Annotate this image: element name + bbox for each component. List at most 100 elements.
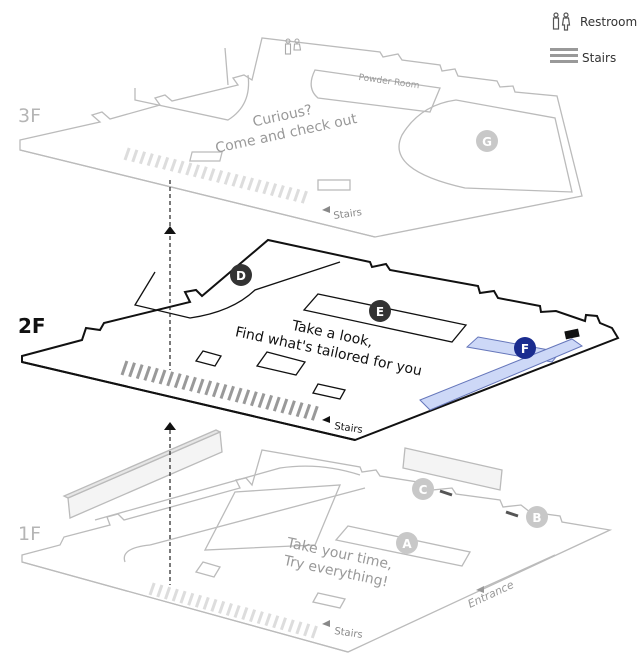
floor-2f-box-1 xyxy=(194,350,222,367)
panel-right xyxy=(402,447,503,491)
stair-step xyxy=(200,166,208,180)
stair-step xyxy=(158,369,167,385)
marker-b[interactable]: B xyxy=(526,506,548,528)
floor-3f-stairs-label: Stairs xyxy=(322,206,363,222)
marker-e[interactable]: E xyxy=(369,300,391,322)
stair-step xyxy=(280,398,289,414)
stair-step xyxy=(189,376,197,392)
stair-step xyxy=(211,382,220,398)
stair-step xyxy=(310,625,318,639)
floor-1f-box-center xyxy=(203,484,342,551)
floor-1f xyxy=(21,449,613,653)
floor-2f xyxy=(21,238,620,442)
legend-stairs-label: Stairs xyxy=(582,51,616,65)
stair-step xyxy=(272,396,281,412)
stair-step xyxy=(196,378,205,394)
stair-step xyxy=(202,596,210,610)
stair-step xyxy=(288,400,296,416)
marker-f[interactable]: F xyxy=(514,337,536,359)
stair-step xyxy=(241,607,249,621)
floor-2f-stairs-text: Stairs xyxy=(334,421,364,436)
marker-g[interactable]: G xyxy=(476,130,498,152)
stair-step xyxy=(295,402,304,418)
stair-step xyxy=(173,373,182,389)
stairs-arrow-icon xyxy=(322,416,330,423)
stair-step xyxy=(303,623,311,637)
restroom-icon xyxy=(552,12,571,31)
floor-2f-stairs-label: Stairs xyxy=(322,416,363,436)
floor-1f-wall-line xyxy=(21,561,349,653)
floor-1f-stairs-label: Stairs xyxy=(322,620,363,641)
arrow-up-icon xyxy=(164,226,176,234)
stair-step xyxy=(285,186,293,200)
floor-1f-entrance-line xyxy=(477,554,556,591)
stairs-icon xyxy=(550,48,578,63)
floor-1f-entrance-label: Entrance xyxy=(466,578,516,611)
stair-step xyxy=(216,170,224,183)
stair-step xyxy=(277,185,285,198)
marker-c[interactable]: C xyxy=(412,478,434,500)
marker-e-label: E xyxy=(376,305,384,319)
stair-step xyxy=(310,405,319,421)
stair-step xyxy=(143,365,152,381)
marker-b-label: B xyxy=(532,511,541,525)
stair-step xyxy=(231,173,239,187)
legend: Restroom Stairs xyxy=(550,12,637,65)
floor-3f-box-1 xyxy=(189,151,223,162)
stair-step xyxy=(246,177,254,191)
floor-3f-wall-line xyxy=(19,149,376,238)
floor-1f-box-a xyxy=(334,525,472,567)
floor-1f-inner-3 xyxy=(123,544,151,563)
stair-step xyxy=(166,371,175,387)
stair-step xyxy=(249,609,257,623)
floor-3f-powder-room-label: Powder Room xyxy=(358,73,420,91)
stair-step xyxy=(242,389,251,405)
stair-step xyxy=(169,158,177,172)
stair-step xyxy=(279,617,287,631)
stairs-arrow-icon xyxy=(322,620,330,627)
stair-step xyxy=(181,374,190,390)
stair-step xyxy=(204,380,213,396)
floor-1f-box-1 xyxy=(194,561,221,578)
floor-1f-inner-2 xyxy=(149,487,366,546)
stair-step xyxy=(225,602,233,616)
floor-2f-dark-block xyxy=(564,328,580,340)
stair-step xyxy=(295,621,303,635)
stair-step xyxy=(187,592,195,606)
stair-step xyxy=(239,175,247,189)
stair-step xyxy=(185,162,193,176)
stair-step xyxy=(162,156,170,170)
marker-a-label: A xyxy=(402,537,412,551)
stair-step xyxy=(148,582,156,596)
marker-a[interactable]: A xyxy=(396,532,418,554)
stair-step xyxy=(139,151,147,165)
floor-3f-inner-line xyxy=(224,47,229,86)
stair-step xyxy=(208,168,216,182)
stair-step xyxy=(223,171,231,185)
marker-d[interactable]: D xyxy=(230,264,252,286)
stair-step xyxy=(164,586,172,600)
floor-1f-inner-1 xyxy=(94,465,361,521)
panel-left xyxy=(62,429,223,519)
stair-step xyxy=(262,181,270,195)
entrance-arrow-icon xyxy=(476,586,484,593)
floor-2f-box-3 xyxy=(312,383,346,400)
floor-1f-dashes xyxy=(439,489,519,518)
stair-step xyxy=(154,155,162,168)
stair-step xyxy=(123,147,131,161)
floor-3f xyxy=(19,37,583,238)
floor-3f-room-left xyxy=(134,74,250,121)
floor-3f-stairs-text: Stairs xyxy=(333,207,363,222)
floor-2f-box-2 xyxy=(255,351,307,376)
floor-1f-box-2 xyxy=(312,592,346,609)
floor-2f-room-e xyxy=(302,293,468,343)
stair-step xyxy=(120,360,129,376)
floor-1f-stairs xyxy=(148,582,318,639)
stair-step xyxy=(287,619,295,633)
stair-step xyxy=(219,384,228,399)
floor-2f-outline xyxy=(21,238,620,442)
stair-step xyxy=(293,188,301,202)
stair-step xyxy=(250,391,258,407)
stair-step xyxy=(234,387,243,403)
